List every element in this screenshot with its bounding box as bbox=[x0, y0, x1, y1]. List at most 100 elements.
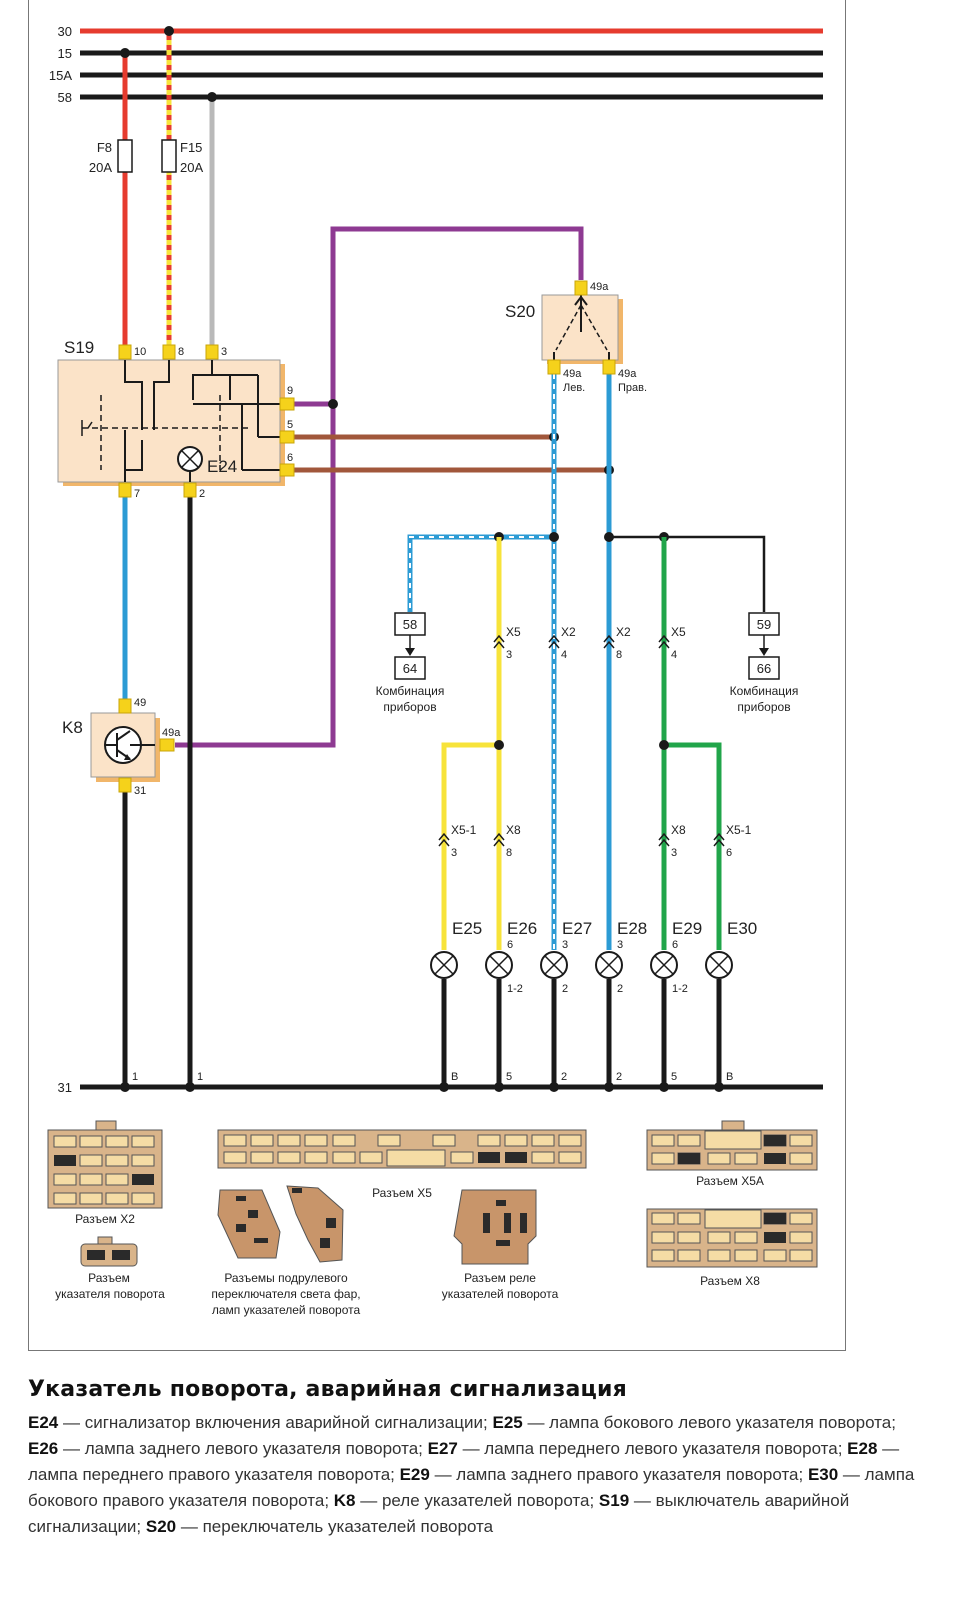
bus-31-label: 31 bbox=[58, 1080, 72, 1095]
lamp-e30-label: E30 bbox=[727, 919, 757, 938]
s20-turn-switch: S20 bbox=[505, 294, 623, 364]
svg-text:6: 6 bbox=[507, 939, 513, 951]
svg-text:3: 3 bbox=[506, 649, 512, 661]
svg-text:X2: X2 bbox=[561, 625, 576, 639]
svg-text:X8: X8 bbox=[671, 823, 686, 837]
s20-label: S20 bbox=[505, 302, 535, 321]
svg-text:Разъем X5A: Разъем X5A bbox=[696, 1174, 764, 1188]
caption-legend: E24 — сигнализатор включения аварийной с… bbox=[28, 1413, 915, 1536]
svg-text:Разъем X5: Разъем X5 bbox=[372, 1186, 432, 1200]
wire-purple-49a bbox=[175, 226, 584, 748]
connector-x5a-drawing: Разъем X5A bbox=[646, 1120, 818, 1188]
svg-text:49a: 49a bbox=[162, 727, 181, 739]
wire-green-x51 bbox=[664, 742, 722, 950]
inline-connector-labels: X5 3 X2 4 X2 8 X5 4 X5-1 3 X8 8 X8 3 X5-… bbox=[451, 625, 752, 859]
cluster-right-label-2: приборов bbox=[737, 700, 790, 714]
svg-text:X2: X2 bbox=[616, 625, 631, 639]
svg-text:3: 3 bbox=[562, 939, 568, 951]
svg-text:3: 3 bbox=[671, 847, 677, 859]
svg-text:2: 2 bbox=[616, 1071, 622, 1083]
e24-label: E24 bbox=[207, 457, 237, 476]
svg-text:B: B bbox=[451, 1071, 458, 1083]
svg-text:4: 4 bbox=[671, 649, 677, 661]
svg-text:8: 8 bbox=[506, 847, 512, 859]
svg-text:переключателя света фар,: переключателя света фар, bbox=[211, 1287, 360, 1301]
svg-text:6: 6 bbox=[672, 939, 678, 951]
svg-text:Лев.: Лев. bbox=[563, 382, 585, 394]
k8-flasher-relay: K8 bbox=[62, 712, 160, 782]
fuse-f15-rating: 20A bbox=[180, 160, 203, 175]
junction-30 bbox=[164, 26, 174, 36]
connector-relay-drawing: Разъем реле указателей поворота bbox=[442, 1189, 559, 1301]
cluster-left-label-2: приборов bbox=[383, 700, 436, 714]
fuse-f15: F15 20A bbox=[161, 139, 203, 175]
wiring-diagram: 30 15 15A 58 F8 20A F15 20A S19 bbox=[47, 24, 823, 1317]
ground-bus: 31 1 1 B 5 2 2 5 B bbox=[58, 1071, 823, 1095]
bus-15a-label: 15A bbox=[49, 68, 72, 83]
wire-black-59 bbox=[609, 535, 766, 612]
svg-text:X5: X5 bbox=[506, 625, 521, 639]
svg-text:указателей поворота: указателей поворота bbox=[442, 1287, 559, 1301]
svg-text:7: 7 bbox=[134, 488, 140, 500]
lamp-e26-label: E26 bbox=[507, 919, 537, 938]
svg-text:49a: 49a bbox=[590, 281, 609, 293]
svg-text:указателя поворота: указателя поворота bbox=[55, 1287, 165, 1301]
svg-text:2: 2 bbox=[199, 488, 205, 500]
svg-text:3: 3 bbox=[451, 847, 457, 859]
svg-text:B: B bbox=[726, 1071, 733, 1083]
svg-text:5: 5 bbox=[287, 419, 293, 431]
svg-text:31: 31 bbox=[134, 785, 146, 797]
svg-text:X5: X5 bbox=[671, 625, 686, 639]
svg-text:X5-1: X5-1 bbox=[726, 823, 752, 837]
bus-30-label: 30 bbox=[58, 24, 72, 39]
power-buses: 30 15 15A 58 bbox=[49, 24, 823, 105]
bus-15-label: 15 bbox=[58, 46, 72, 61]
svg-text:10: 10 bbox=[134, 346, 146, 358]
svg-text:Разъем X8: Разъем X8 bbox=[700, 1274, 760, 1288]
k8-label: K8 bbox=[62, 718, 83, 737]
svg-text:Разъемы подрулевого: Разъемы подрулевого bbox=[224, 1271, 348, 1285]
lamp-e26-icon bbox=[485, 951, 513, 979]
junction-yellow-split bbox=[494, 740, 504, 750]
fuse-f8: F8 20A bbox=[89, 139, 133, 175]
s19-label: S19 bbox=[64, 338, 94, 357]
feed-wires bbox=[120, 26, 217, 345]
svg-text:58: 58 bbox=[403, 617, 417, 632]
svg-text:59: 59 bbox=[757, 617, 771, 632]
svg-text:5: 5 bbox=[671, 1071, 677, 1083]
connector-x8-drawing: Разъем X8 bbox=[646, 1208, 818, 1288]
junction-58 bbox=[207, 92, 217, 102]
svg-text:2: 2 bbox=[561, 1071, 567, 1083]
svg-text:1: 1 bbox=[132, 1071, 138, 1083]
lamp-e28-label: E28 bbox=[617, 919, 647, 938]
svg-text:Прав.: Прав. bbox=[618, 382, 647, 394]
connector-turn-indicator-drawing: Разъем указателя поворота bbox=[55, 1236, 165, 1301]
connector-x2-drawing: Разъем X2 bbox=[47, 1120, 163, 1226]
svg-text:ламп указателей поворота: ламп указателей поворота bbox=[212, 1303, 361, 1317]
junction-purple bbox=[328, 399, 338, 409]
lamps-group: E25 E26 E27 E28 E29 E30 6 3 3 6 1-2 2 2 … bbox=[430, 919, 757, 1087]
inline-connectors bbox=[438, 634, 725, 847]
lamp-e27-icon bbox=[540, 951, 568, 979]
lamp-e27-label: E27 bbox=[562, 919, 592, 938]
svg-text:8: 8 bbox=[178, 346, 184, 358]
lamp-e28-icon bbox=[595, 951, 623, 979]
svg-text:5: 5 bbox=[506, 1071, 512, 1083]
svg-text:66: 66 bbox=[757, 661, 771, 676]
junction-green-split bbox=[659, 740, 669, 750]
svg-text:6: 6 bbox=[726, 847, 732, 859]
svg-text:Разъем реле: Разъем реле bbox=[464, 1271, 536, 1285]
svg-text:64: 64 bbox=[403, 661, 417, 676]
svg-text:49a: 49a bbox=[563, 368, 582, 380]
lamp-e25-icon bbox=[430, 951, 458, 979]
svg-text:9: 9 bbox=[287, 385, 293, 397]
svg-text:Разъем: Разъем bbox=[88, 1271, 130, 1285]
svg-text:Разъем X2: Разъем X2 bbox=[75, 1212, 135, 1226]
fuse-f8-rating: 20A bbox=[89, 160, 112, 175]
svg-text:8: 8 bbox=[616, 649, 622, 661]
svg-text:3: 3 bbox=[617, 939, 623, 951]
svg-text:X5-1: X5-1 bbox=[451, 823, 477, 837]
bus-58-label: 58 bbox=[58, 90, 72, 105]
instrument-cluster-left: 58 64 Комбинация приборов bbox=[376, 612, 444, 714]
s19-hazard-switch: S19 E24 bbox=[57, 338, 285, 486]
